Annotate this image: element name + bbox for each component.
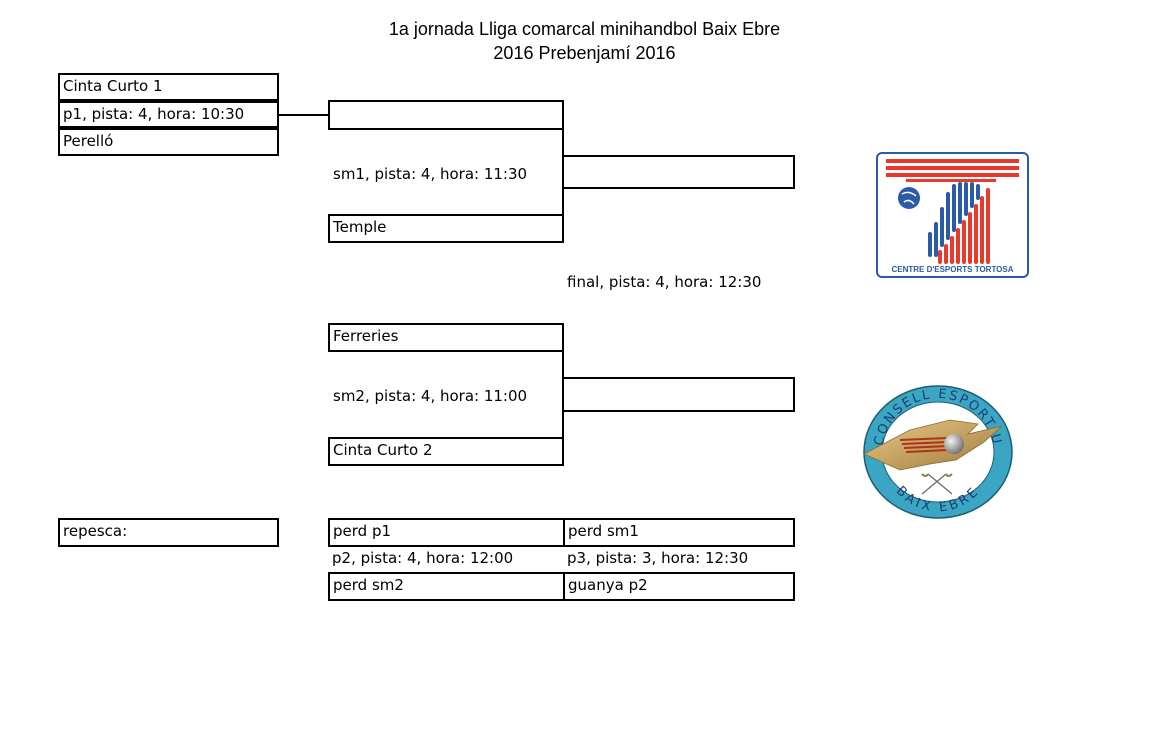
sm1-info: sm1, pista: 4, hora: 11:30: [333, 165, 528, 183]
sm2-team-a: Ferreries: [328, 323, 564, 352]
final-info: final, pista: 4, hora: 12:30: [567, 273, 762, 291]
bracket-connector: [279, 114, 329, 116]
p3-team-b: guanya p2: [563, 572, 795, 601]
repesca-label: repesca:: [58, 518, 279, 547]
cet-caption: CENTRE D'ESPORTS TORTOSA: [891, 265, 1013, 274]
page-subtitle: 2016 Prebenjamí 2016: [493, 43, 676, 63]
centre-esports-tortosa-logo: CENTRE D'ESPORTS TORTOSA: [876, 152, 1029, 278]
ball-icon: [898, 187, 920, 209]
p2-team-b: perd sm2: [328, 572, 565, 601]
p3-info: p3, pista: 3, hora: 12:30: [567, 549, 749, 567]
p2-info: p2, pista: 4, hora: 12:00: [332, 549, 514, 567]
sm2-info: sm2, pista: 4, hora: 11:00: [333, 387, 528, 405]
sm1-team-b: Temple: [328, 214, 564, 243]
sm2-team-b: Cinta Curto 2: [328, 437, 564, 466]
p1-info: p1, pista: 4, hora: 10:30: [58, 101, 279, 128]
consell-esportiu-baix-ebre-logo: CONSELL ESPORTIU BAIX EBRE: [860, 382, 1016, 522]
sm1-team-a: [328, 100, 564, 130]
page-title: 1a jornada Lliga comarcal minihandbol Ba…: [388, 19, 781, 39]
p2-team-a: perd p1: [328, 518, 565, 547]
p1-team-a: Cinta Curto 1: [58, 73, 279, 101]
p1-team-b: Perelló: [58, 128, 279, 156]
final-team-a: [562, 155, 795, 189]
final-team-b: [562, 377, 795, 412]
p3-team-a: perd sm1: [563, 518, 795, 547]
